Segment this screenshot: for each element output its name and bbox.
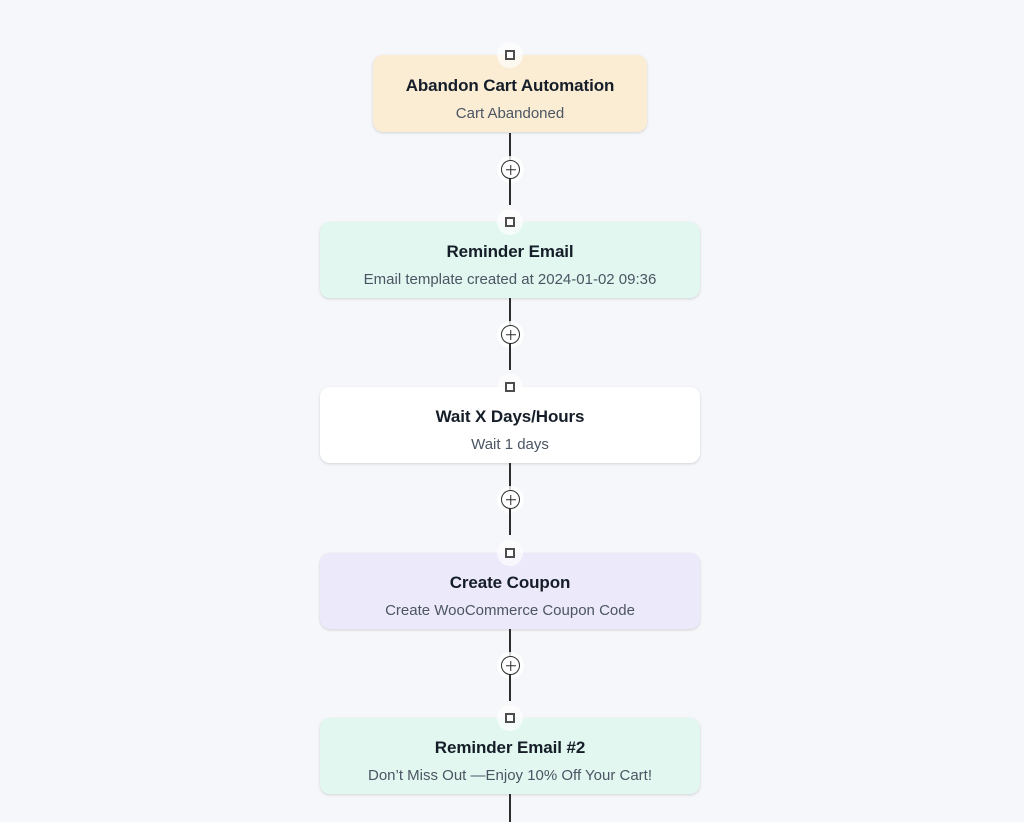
flow-node-reminder-email-2[interactable]: Reminder Email #2 Don’t Miss Out —Enjoy … (320, 705, 700, 794)
node-title: Reminder Email (446, 242, 574, 261)
node-title: Abandon Cart Automation (405, 75, 615, 95)
edge-line (509, 344, 511, 370)
add-step-button[interactable] (501, 325, 520, 344)
plus-icon (502, 161, 519, 178)
edge-line (509, 675, 511, 701)
node-title: Create Coupon (449, 573, 571, 592)
edge-line (509, 509, 511, 535)
plus-icon (502, 326, 519, 343)
edge-line (509, 179, 511, 205)
node-subtitle: Cart Abandoned (455, 104, 565, 122)
flow-node-trigger[interactable]: Abandon Cart Automation Cart Abandoned (373, 42, 647, 132)
edge-line (509, 298, 511, 325)
flow-node-wait[interactable]: Wait X Days/Hours Wait 1 days (320, 374, 700, 463)
connection-handle[interactable] (497, 705, 523, 731)
add-step-button[interactable] (501, 656, 520, 675)
edge-line (509, 463, 511, 490)
square-handle-icon (505, 382, 515, 392)
plus-icon (502, 491, 519, 508)
node-title: Wait X Days/Hours (435, 407, 585, 426)
edge-line (509, 629, 511, 656)
connection-handle[interactable] (497, 374, 523, 400)
square-handle-icon (505, 50, 515, 60)
add-step-button[interactable] (501, 490, 520, 509)
connection-handle[interactable] (497, 540, 523, 566)
square-handle-icon (505, 713, 515, 723)
connection-handle[interactable] (497, 42, 523, 68)
node-subtitle: Don’t Miss Out —Enjoy 10% Off Your Cart! (367, 767, 652, 784)
node-subtitle: Create WooCommerce Coupon Code (385, 602, 635, 619)
edge-line (509, 133, 511, 160)
edge-line (509, 794, 511, 822)
node-subtitle: Email template created at 2024-01-02 09:… (363, 271, 657, 288)
connection-handle[interactable] (497, 209, 523, 235)
node-subtitle: Wait 1 days (471, 436, 549, 453)
add-step-button[interactable] (501, 160, 520, 179)
flow-node-reminder-email[interactable]: Reminder Email Email template created at… (320, 209, 700, 298)
node-title: Reminder Email #2 (434, 738, 586, 757)
square-handle-icon (505, 548, 515, 558)
square-handle-icon (505, 217, 515, 227)
flow-node-create-coupon[interactable]: Create Coupon Create WooCommerce Coupon … (320, 540, 700, 629)
plus-icon (502, 657, 519, 674)
